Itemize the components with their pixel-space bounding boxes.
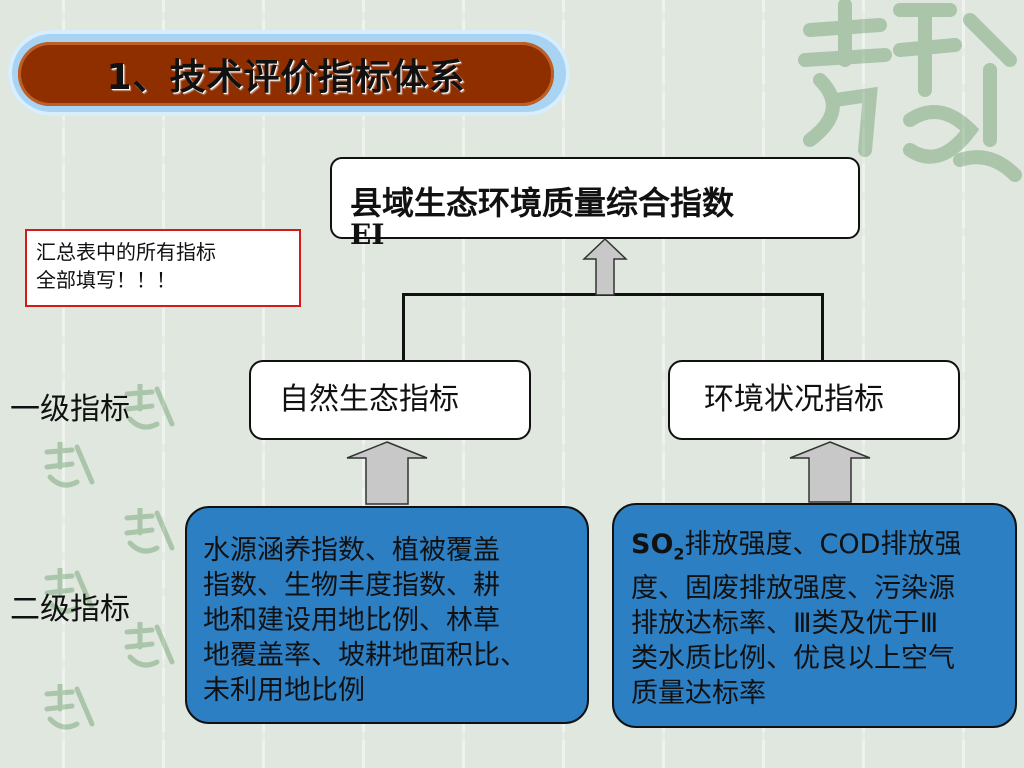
title-banner: 1、技术评价指标体系 (18, 42, 554, 106)
subindicator-line: 未利用地比例 (203, 675, 365, 706)
note-box: 汇总表中的所有指标 全部填写！！！ (25, 229, 301, 307)
up-arrow-top (582, 237, 628, 296)
subindicator-line: 度、固废排放强度、污染源 (631, 573, 955, 605)
decorative-seal-icon-5 (124, 622, 175, 668)
natural-ecology-subindicators: 水源涵养指数、植被覆盖 指数、生物丰度指数、耕 地和建设用地比例、林草 地覆盖率… (185, 506, 589, 724)
decorative-seal-icon-3 (124, 508, 175, 554)
composite-index-suffix: EI (350, 218, 385, 251)
subindicator-line: 质量达标率 (631, 678, 766, 710)
composite-index-box: 县域生态环境质量综合指数 EI (330, 157, 860, 251)
note-line-2: 全部填写！！！ (36, 268, 176, 292)
note-line-1: 汇总表中的所有指标 (36, 240, 216, 264)
subindicator-line: 指数、生物丰度指数、耕 (203, 570, 500, 601)
composite-index-label: 县域生态环境质量综合指数 (350, 184, 735, 222)
environment-status-label: 环境状况指标 (704, 382, 884, 417)
connector-left-vertical (402, 294, 405, 360)
subindicator-line: 类水质比例、优良以上空气 (631, 643, 955, 675)
so2-subscript: 2 (673, 544, 685, 564)
subindicator-line: 地覆盖率、坡耕地面积比、 (203, 640, 527, 671)
decorative-seal-icon-4 (44, 568, 95, 614)
decorative-seal-icon-2 (44, 442, 95, 488)
decorative-seal-icon-6 (44, 684, 95, 730)
decorative-calligraphy-logo (798, 0, 1022, 182)
second-level-label: 二级指标 (10, 592, 130, 627)
page-title: 1、技术评价指标体系 (106, 57, 466, 98)
first-level-label: 一级指标 (10, 392, 130, 427)
subindicator-line: 排放达标率、Ⅲ类及优于Ⅲ (631, 608, 939, 640)
natural-ecology-box: 自然生态指标 (249, 360, 531, 440)
subindicator-line: 水源涵养指数、植被覆盖 (203, 535, 500, 566)
up-arrow-left (346, 441, 428, 505)
environment-status-box: 环境状况指标 (668, 360, 960, 440)
so2-prefix: SO (631, 529, 674, 560)
environment-status-subindicators: SO2排放强度、COD排放强 度、固废排放强度、污染源 排放达标率、Ⅲ类及优于Ⅲ… (612, 503, 1017, 728)
up-arrow-right (789, 441, 871, 503)
decorative-seal-icon-1 (124, 384, 175, 430)
natural-ecology-label: 自然生态指标 (279, 382, 459, 417)
subindicator-line-first: SO2排放强度、COD排放强 (631, 527, 1015, 571)
connector-right-vertical (821, 294, 824, 360)
so2-rest: 排放强度、COD排放强 (684, 529, 962, 560)
subindicator-line: 地和建设用地比例、林草 (203, 605, 500, 636)
